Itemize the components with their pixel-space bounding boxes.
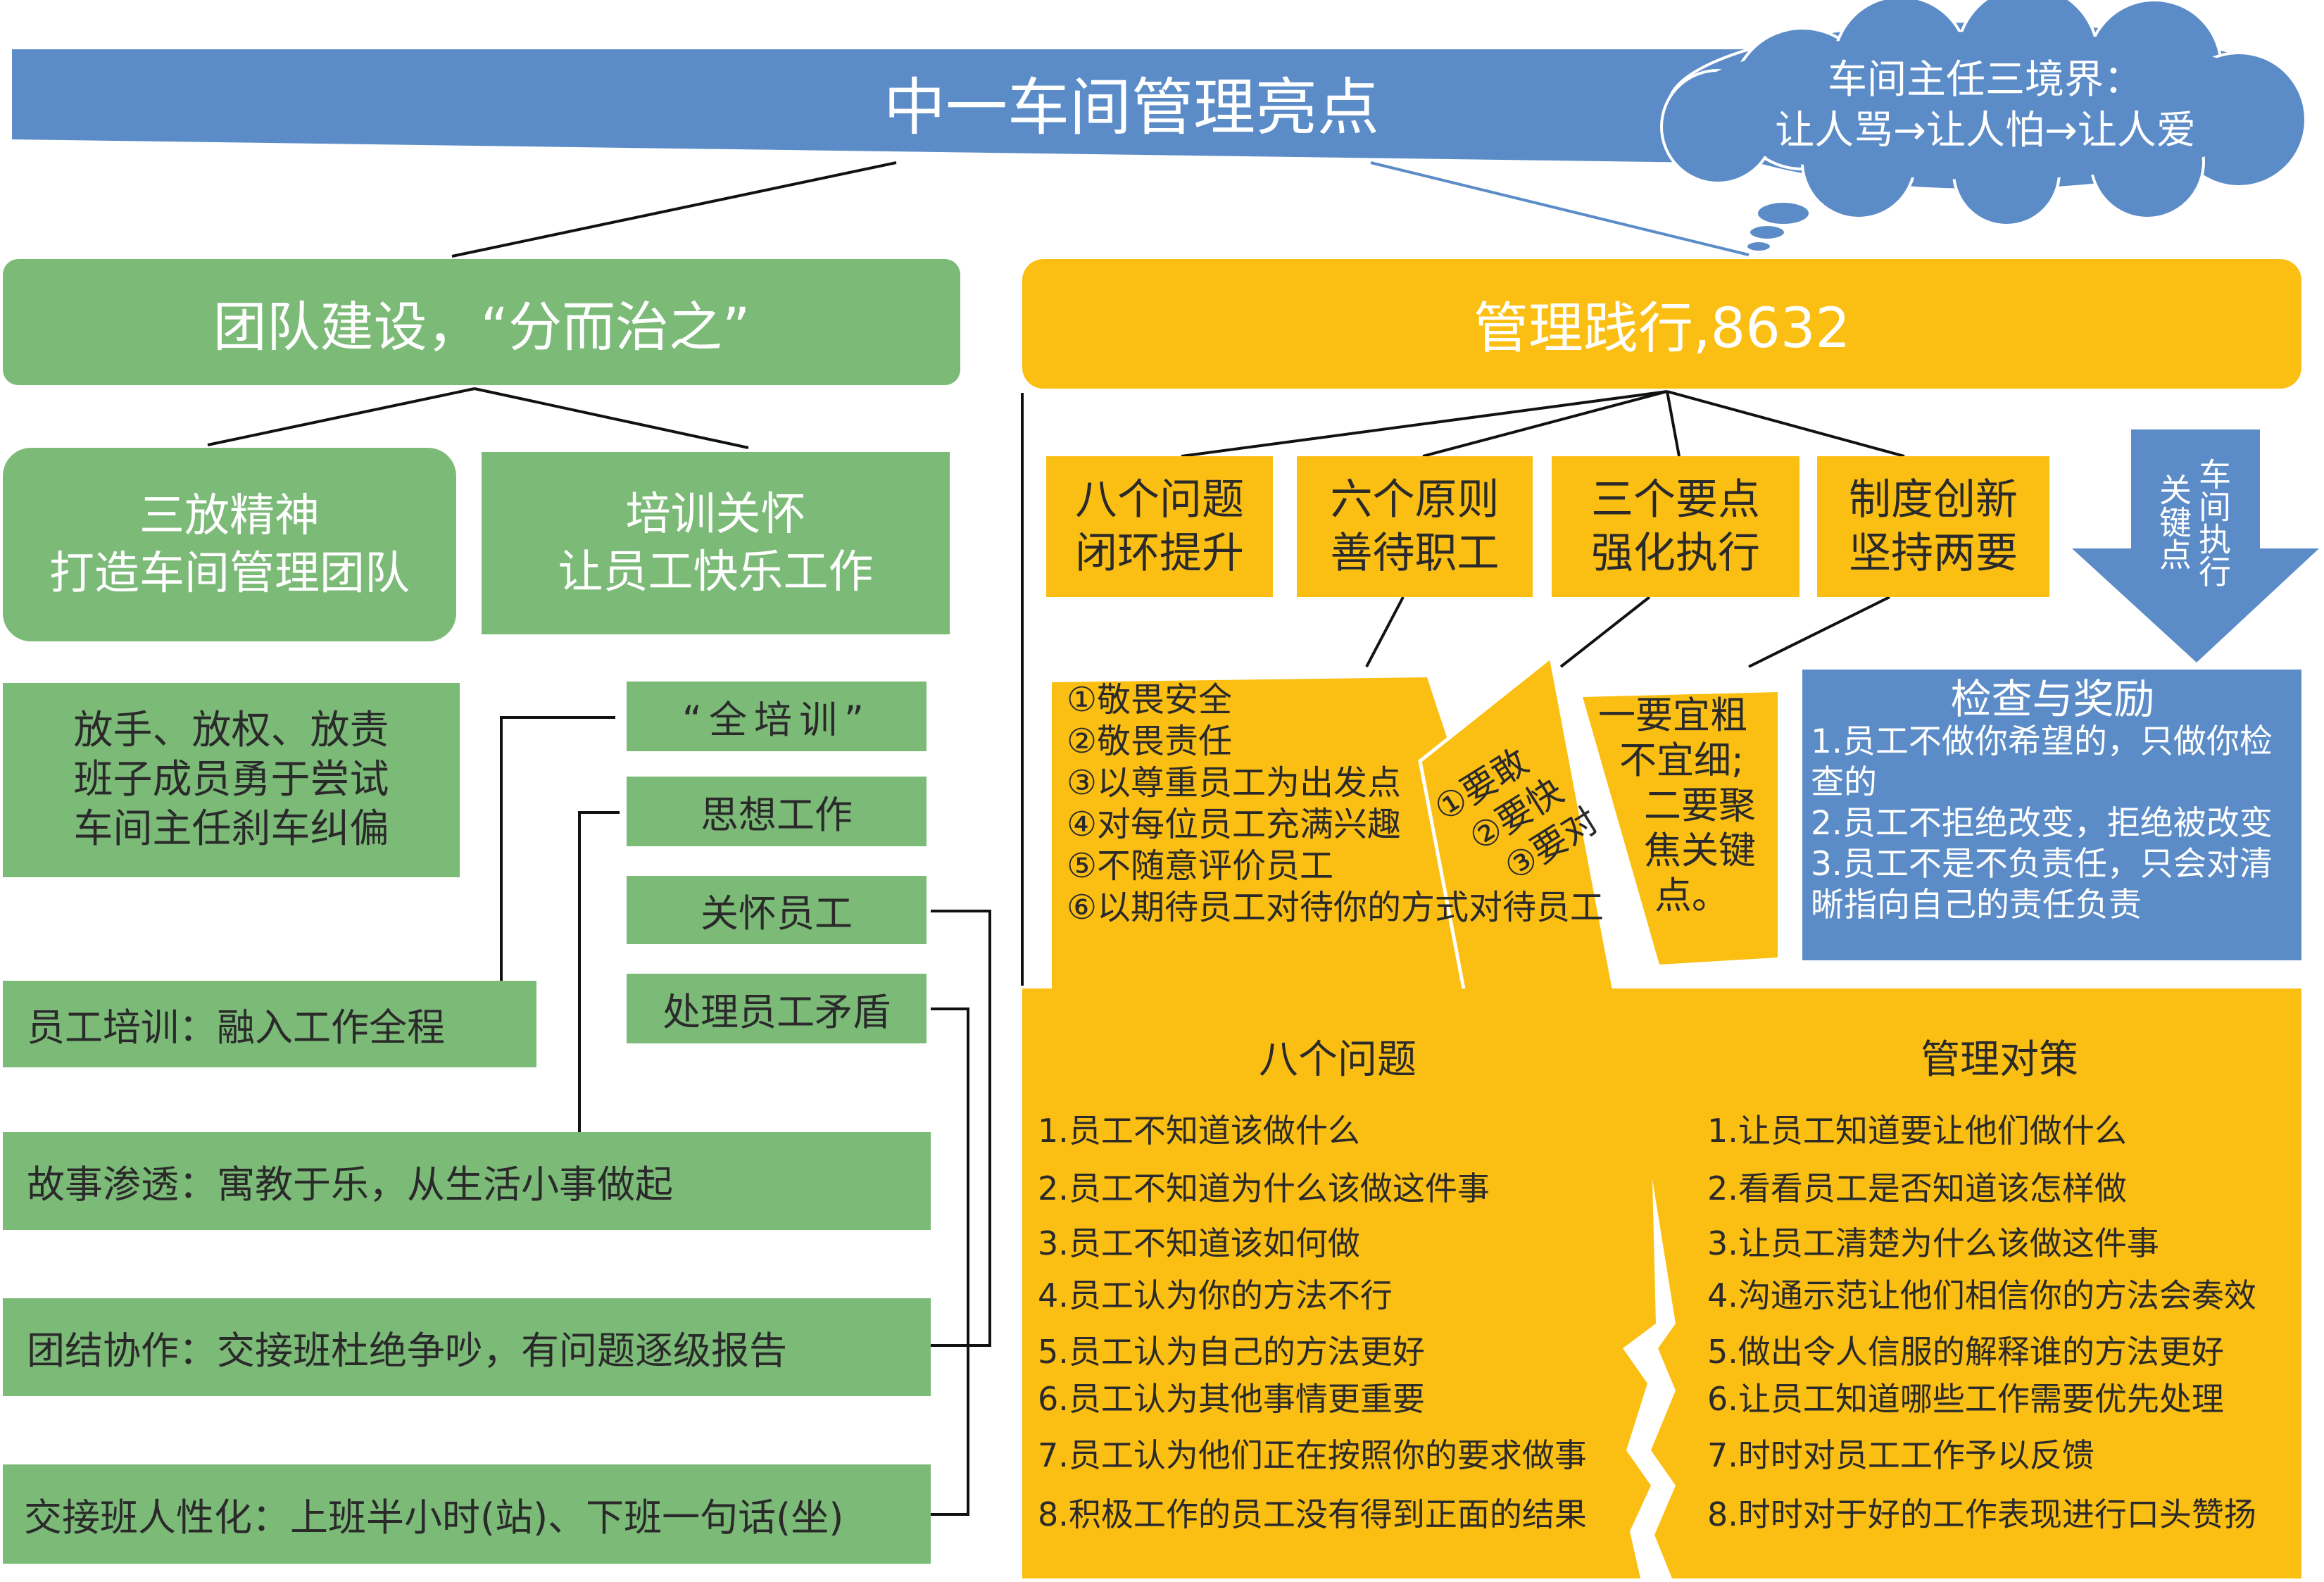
- unity-box: 团结协作：交接班杜绝争吵，有问题逐级报告: [3, 1298, 931, 1396]
- care-line-2: 让员工快乐工作: [558, 546, 874, 598]
- problem-item: 6.员工认为其他事情更重要: [1038, 1380, 1425, 1418]
- two-musts-shape: [1583, 692, 1778, 965]
- problem-item: 1.员工不知道该做什么: [1038, 1112, 1360, 1150]
- principle-item: ⑤不随意评价员工: [1067, 846, 1334, 886]
- sub-item-conflict: 处理员工矛盾: [627, 974, 927, 1043]
- problem-item: 2.员工不知道为什么该做这件事: [1038, 1169, 1490, 1207]
- solutions-header: 管理对策: [1921, 1037, 2078, 1083]
- check-title: 检查与奖励: [1950, 675, 2155, 723]
- two-musts-text: 一要宜粗 不宜细; 二要聚 焦关键 点。: [1598, 693, 1756, 919]
- solution-item: 6.让员工知道哪些工作需要优先处理: [1707, 1380, 2224, 1418]
- box-line: 强化执行: [1591, 529, 1760, 578]
- two-musts-line: 不宜细;: [1619, 739, 1744, 782]
- check-item: 1.员工不做你希望的，只做你检查的: [1811, 722, 2273, 802]
- handover-box: 交接班人性化：上班半小时(站)、下班一句话(坐): [3, 1464, 931, 1564]
- solution-item: 1.让员工知道要让他们做什么: [1707, 1112, 2127, 1150]
- team-header: 团队建设，“分而治之”: [3, 259, 960, 385]
- story-box: 故事渗透：寓教于乐，从生活小事做起: [3, 1132, 931, 1230]
- thought-cloud: [1660, 0, 2307, 253]
- release-line: 班子成员勇于尝试: [73, 757, 389, 803]
- principle-item: ③以尊重员工为出发点: [1067, 763, 1402, 803]
- solution-item: 2.看看员工是否知道该怎样做: [1707, 1169, 2127, 1207]
- care-box: 培训关怀 让员工快乐工作: [482, 452, 950, 634]
- cloud-text: 车间主任三境界： 让人骂→让人怕→让人爱: [1690, 42, 2281, 169]
- box-line: 三个要点: [1591, 475, 1760, 525]
- box-eight-problems: 八个问题 闭环提升: [1046, 456, 1273, 597]
- solution-item: 7.时时对员工工作予以反馈: [1707, 1436, 2094, 1474]
- practice-header: 管理践行,8632: [1022, 259, 2301, 389]
- three-release-box: 放手、放权、放责 班子成员勇于尝试 车间主任刹车纠偏: [3, 683, 460, 877]
- connector-lines: [207, 161, 1905, 1516]
- spirit-line-2: 打造车间管理团队: [49, 547, 410, 600]
- spirit-line-1: 三放精神: [139, 489, 320, 542]
- principle-item: ②敬畏责任: [1067, 722, 1233, 761]
- box-line: 闭环提升: [1075, 529, 1244, 578]
- box-line: 制度创新: [1849, 475, 2018, 525]
- page-title: 中一车间管理亮点: [883, 70, 1379, 144]
- solution-item: 4.沟通示范让他们相信你的方法会奏效: [1707, 1276, 2256, 1314]
- training-box: 员工培训：融入工作全程: [3, 981, 536, 1067]
- box-line: 善待职工: [1330, 529, 1500, 578]
- arrow-text-execution: 车间执行: [2194, 458, 2232, 587]
- principle-item: ⑥以期待员工对待你的方式对待员工: [1067, 888, 1604, 927]
- problem-item: 8.积极工作的员工没有得到正面的结果: [1038, 1495, 1587, 1533]
- sub-item-ideology: 思想工作: [627, 777, 927, 846]
- sub-item-care: 关怀员工: [627, 876, 927, 944]
- principle-item: ①敬畏安全: [1067, 680, 1233, 720]
- box-three-points: 三个要点 强化执行: [1552, 456, 1799, 597]
- box-line: 六个原则: [1330, 475, 1500, 525]
- check-item: 2.员工不拒绝改变，拒绝被改变: [1811, 804, 2273, 843]
- box-system-innovation: 制度创新 坚持两要: [1817, 456, 2049, 597]
- solution-item: 8.时时对于好的工作表现进行口头赞扬: [1707, 1495, 2256, 1533]
- check-item: 3.员工不是不负责任，只会对清晰指向自己的责任负责: [1811, 845, 2273, 924]
- check-reward-box: 检查与奖励 1.员工不做你希望的，只做你检查的 2.员工不拒绝改变，拒绝被改变 …: [1802, 670, 2301, 960]
- principle-item: ④对每位员工充满兴趣: [1067, 805, 1402, 844]
- solution-item: 3.让员工清楚为什么该做这件事: [1707, 1224, 2159, 1262]
- principles-list: ①敬畏安全 ②敬畏责任 ③以尊重员工为出发点 ④对每位员工充满兴趣 ⑤不随意评价…: [1067, 679, 1604, 929]
- two-musts-line: 点。: [1654, 874, 1729, 917]
- two-musts-line: 一要宜粗: [1598, 694, 1747, 737]
- box-six-principles: 六个原则 善待职工: [1297, 456, 1533, 597]
- spirit-box: 三放精神 打造车间管理团队: [3, 448, 456, 641]
- down-arrow-shape: [2072, 429, 2319, 663]
- problems-header: 八个问题: [1259, 1037, 1417, 1083]
- two-musts-line: 焦关键: [1644, 829, 1756, 872]
- box-line: 八个问题: [1075, 475, 1244, 525]
- problem-item: 5.员工认为自己的方法更好: [1038, 1333, 1425, 1371]
- box-line: 坚持两要: [1849, 529, 2018, 578]
- problem-item: 4.员工认为你的方法不行: [1038, 1276, 1393, 1314]
- solution-item: 5.做出令人信服的解释谁的方法更好: [1707, 1333, 2224, 1371]
- release-line: 放手、放权、放责: [73, 708, 389, 753]
- problem-item: 7.员工认为他们正在按照你的要求做事: [1038, 1436, 1587, 1474]
- title-banner: [12, 49, 1760, 163]
- cloud-line-2: 让人骂→让人怕→让人爱: [1775, 108, 2196, 153]
- arrow-text-key-points: 关键点: [2154, 473, 2192, 570]
- two-musts-line: 二要聚: [1644, 784, 1756, 827]
- cloud-line-1: 车间主任三境界：: [1828, 57, 2143, 103]
- care-line-1: 培训关怀: [625, 488, 806, 541]
- crack: [1623, 1179, 1676, 1578]
- problem-item: 3.员工不知道该如何做: [1038, 1224, 1360, 1262]
- sub-item-full-training: “全培训”: [627, 682, 927, 751]
- release-line: 车间主任刹车纠偏: [73, 806, 389, 852]
